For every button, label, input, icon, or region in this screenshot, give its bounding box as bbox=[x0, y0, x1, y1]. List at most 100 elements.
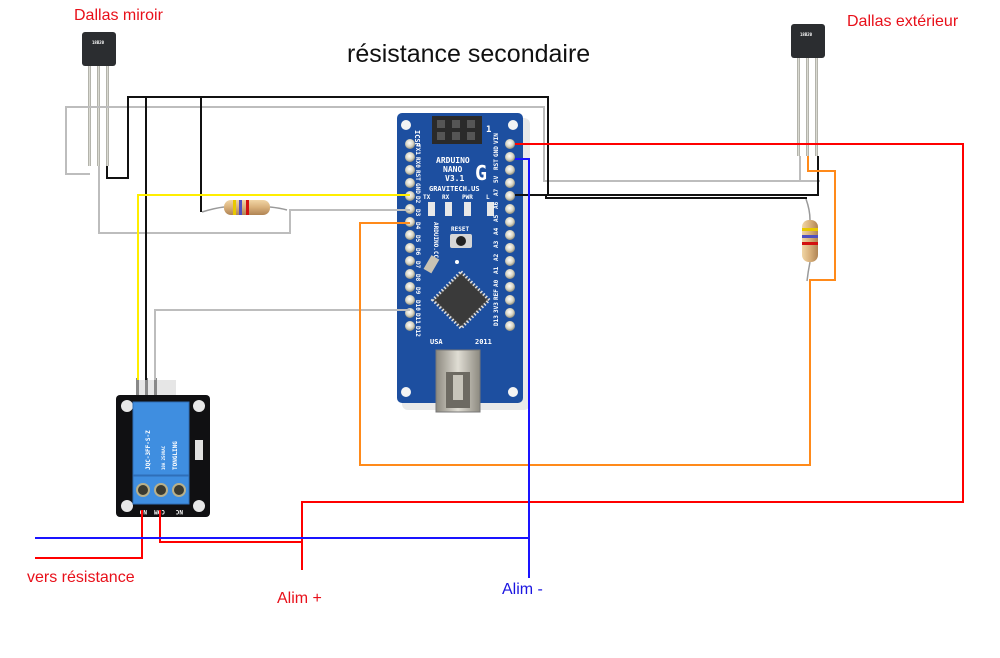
sensor-leg-2 bbox=[97, 66, 100, 166]
mounting-hole bbox=[508, 387, 518, 397]
sensor-leg-3 bbox=[106, 66, 109, 166]
band-red bbox=[802, 242, 818, 245]
band-violet bbox=[802, 235, 818, 238]
led-tx bbox=[428, 202, 435, 216]
relay-diode bbox=[195, 440, 203, 460]
pin-label-a6: A6 bbox=[493, 201, 500, 209]
pin-d12 bbox=[405, 321, 415, 331]
pin-rst bbox=[405, 165, 415, 175]
pin-label-d5: D5 bbox=[414, 235, 421, 243]
pin-d10 bbox=[405, 295, 415, 305]
dallas-exterior-sensor: 18B20 bbox=[791, 24, 825, 156]
pin-rx0 bbox=[405, 152, 415, 162]
terminal-label-nc: NC bbox=[175, 508, 183, 515]
pin-label-a3: A3 bbox=[493, 240, 500, 248]
pin-label-a0: A0 bbox=[493, 279, 500, 287]
reset-button-cap[interactable] bbox=[456, 236, 466, 246]
pin-a1 bbox=[505, 269, 515, 279]
year-label: 2011 bbox=[475, 338, 492, 346]
led-pwr bbox=[464, 202, 471, 216]
terminal-screw-nc[interactable] bbox=[172, 483, 186, 497]
relay-module: JQC-3FF-S-Z TONGLING 10A 250VAC NO COM N… bbox=[116, 378, 210, 517]
arduino-nano-board: ICSP 1 ARDUINO NANO V3.1 G GRAVITECH.US … bbox=[397, 113, 530, 413]
pin-label-d6: D6 bbox=[414, 248, 421, 256]
led-l bbox=[487, 202, 494, 216]
pin-tx1 bbox=[405, 139, 415, 149]
resistor-lead bbox=[805, 198, 811, 282]
pin-ref bbox=[505, 295, 515, 305]
pin-gnd bbox=[505, 152, 515, 162]
icsp-label: ICSP bbox=[413, 130, 421, 147]
relay-rating-text: 10A 250VAC bbox=[161, 445, 166, 470]
wires bbox=[35, 96, 964, 578]
pin-d5 bbox=[405, 230, 415, 240]
icsp-pin1-label: 1 bbox=[486, 125, 491, 135]
relay-brand-text: TONGLING bbox=[172, 441, 179, 470]
pin-a7 bbox=[505, 191, 515, 201]
pin-label-d2: D2 bbox=[414, 196, 421, 204]
label-dallas-mirror: Dallas miroir bbox=[74, 7, 163, 24]
mounting-hole bbox=[121, 500, 133, 512]
wire-blue-gnd bbox=[515, 158, 530, 578]
country-label: USA bbox=[430, 338, 443, 346]
sensor-chip-text: 18B20 bbox=[800, 32, 813, 37]
terminal-screw-no[interactable] bbox=[136, 483, 150, 497]
wire-red-vin bbox=[301, 143, 964, 570]
wire-orange-exterior-data bbox=[359, 156, 836, 466]
mounting-hole bbox=[193, 400, 205, 412]
led-rx bbox=[445, 202, 452, 216]
pin-label-d3: D3 bbox=[414, 209, 421, 217]
mounting-hole bbox=[121, 400, 133, 412]
relay-model-text: JQC-3FF-S-Z bbox=[145, 430, 152, 470]
label-power-minus: Alim - bbox=[502, 581, 543, 598]
sensor-leg-1 bbox=[88, 66, 91, 166]
sensor-leg-2 bbox=[806, 58, 809, 156]
pin-label-a7: A7 bbox=[493, 188, 500, 196]
relay-block bbox=[132, 401, 190, 476]
wire-red-relay-com bbox=[159, 510, 302, 543]
band-yellow bbox=[802, 228, 818, 231]
led-label-tx: TX bbox=[423, 194, 431, 201]
pin-label-d10: D10 bbox=[414, 300, 421, 311]
terminal-screw-com[interactable] bbox=[154, 483, 168, 497]
pin-a6 bbox=[505, 204, 515, 214]
label-power-plus: Alim + bbox=[277, 590, 322, 607]
pin-gnd bbox=[405, 178, 415, 188]
gravitech-logo: G bbox=[475, 161, 487, 185]
pin-a5 bbox=[505, 217, 515, 227]
pin-5v bbox=[505, 178, 515, 188]
pin-label-tx1: TX1 bbox=[414, 144, 421, 155]
sensor-chip-text: 18B20 bbox=[92, 40, 105, 45]
pin-d7 bbox=[405, 256, 415, 266]
mounting-hole bbox=[401, 387, 411, 397]
icsp-pins bbox=[437, 120, 475, 140]
resistor-lead bbox=[201, 206, 288, 213]
relay-pin bbox=[136, 378, 139, 400]
led-label-l: L bbox=[486, 194, 490, 201]
sensor-body bbox=[82, 32, 116, 66]
pin-label-d12: D12 bbox=[414, 326, 421, 337]
pin-a4 bbox=[505, 230, 515, 240]
resistor-exterior bbox=[802, 198, 818, 282]
board-pcb bbox=[397, 113, 523, 403]
relay-pin bbox=[154, 378, 157, 400]
relay-pin bbox=[145, 378, 148, 400]
diagram-title: résistance secondaire bbox=[347, 40, 591, 68]
marker-dot bbox=[455, 260, 459, 264]
usb-tongue bbox=[453, 375, 463, 400]
pin-label-gnd: GND bbox=[414, 183, 421, 194]
band-yellow bbox=[233, 200, 236, 215]
mounting-hole bbox=[401, 120, 411, 130]
board-label-arduino: ARDUINO bbox=[436, 156, 470, 165]
pin-label-a1: A1 bbox=[493, 266, 500, 274]
wire-gray-mirror-data bbox=[98, 166, 410, 234]
label-to-resistance: vers résistance bbox=[27, 569, 135, 586]
pin-label-rst: RST bbox=[414, 170, 421, 181]
pin-label-a5: A5 bbox=[493, 214, 500, 222]
dallas-mirror-sensor: 18B20 bbox=[82, 32, 116, 166]
pin-vin bbox=[505, 139, 515, 149]
wire-black-mirror-vcc bbox=[106, 96, 819, 196]
resistor-body bbox=[802, 220, 818, 262]
pin-label-d9: D9 bbox=[414, 287, 421, 295]
